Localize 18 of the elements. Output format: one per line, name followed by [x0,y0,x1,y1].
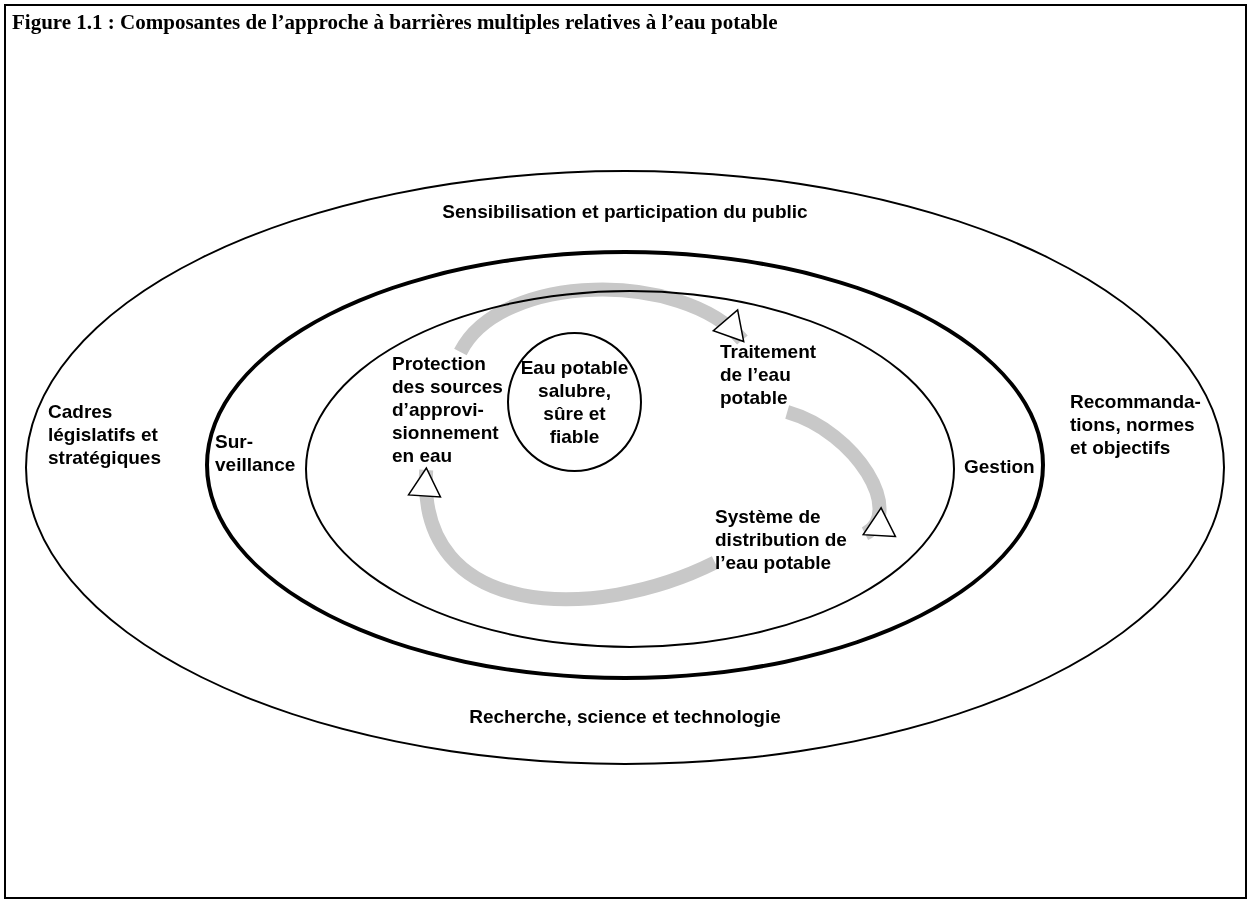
ring-label: Gestion [964,455,1036,478]
inner-ellipse [305,290,955,648]
bold-ellipse [205,250,1045,680]
component-label: Traitement de l’eau potable [720,340,832,412]
curved-arrow [784,405,897,540]
component-label: Protection des sources d’approvi-sionnement en eau [392,352,506,470]
figure-title: Figure 1.1 : Composantes de l’approche à barrières multiples relatives à l’eau potable [12,10,778,35]
ring-label: Sensibilisation et participation du public [441,200,809,223]
component-label: Système de distribution de l’eau potable [715,505,865,577]
ring-label: Sur-veillance [215,430,297,476]
ring-label: Cadres législatifs et stratégiques [48,400,162,469]
ring-label: Recherche, science et technologie [468,705,782,728]
ring-label: Recommanda-tions, normes et objectifs [1070,390,1202,459]
ring-label: Eau potable salubre, sûre et fiable [519,356,630,448]
outer-ellipse [25,170,1225,765]
curved-arrow [410,467,718,606]
curved-arrow [454,282,748,356]
center-circle [507,332,642,472]
